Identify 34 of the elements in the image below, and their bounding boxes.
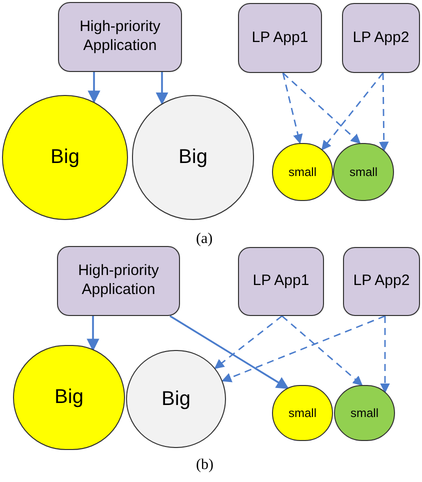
arrow	[321, 72, 384, 150]
arrow	[282, 72, 361, 144]
process-box	[58, 2, 182, 72]
arrow	[170, 315, 290, 390]
arrow	[86, 316, 100, 352]
process-box	[57, 246, 180, 316]
node-label: small	[349, 406, 380, 420]
arrow	[88, 72, 100, 104]
arrow	[282, 72, 303, 144]
process-box	[343, 247, 420, 316]
node-label: LP App2	[352, 272, 411, 291]
node-label: LP App2	[352, 28, 410, 48]
arrow	[214, 315, 282, 369]
node-label: small	[348, 164, 378, 180]
process-box	[238, 3, 322, 73]
arrow	[156, 72, 168, 105]
node-label: Big	[50, 145, 80, 170]
node-label: small	[287, 406, 318, 420]
node-label: Big	[54, 385, 84, 410]
node-label: small	[287, 164, 318, 180]
node-label: Big	[160, 386, 192, 412]
arrow	[222, 315, 386, 382]
arrow	[282, 315, 363, 386]
node-label: High-priority Application	[78, 18, 162, 56]
subfigure-label: (a)	[196, 230, 213, 249]
process-box	[238, 247, 324, 316]
process-box	[342, 3, 420, 73]
subfigure-label: (b)	[196, 456, 214, 475]
node-label: LP App1	[252, 272, 310, 291]
arrow	[378, 73, 389, 152]
node-label: LP App1	[250, 28, 310, 48]
arrow	[380, 316, 390, 394]
node-label: High-priority Application	[77, 262, 160, 300]
node-label: Big	[178, 145, 208, 170]
